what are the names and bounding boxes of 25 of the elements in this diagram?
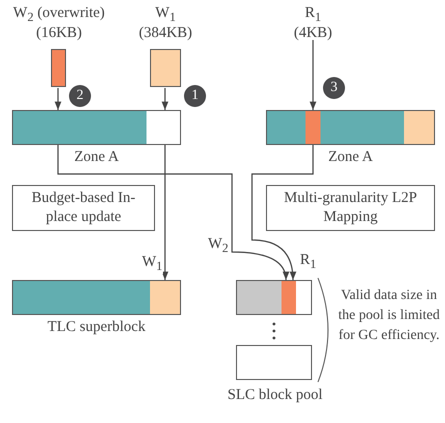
feature-box: Multi-granularity L2P Mapping [266, 185, 435, 231]
step-number: 2 [69, 85, 91, 107]
arrow [54, 88, 62, 110]
arrow [162, 88, 168, 110]
request-label: R$_{1}$ [304, 4, 322, 26]
pool-label: SLC block pool [227, 386, 322, 404]
arrow [310, 40, 316, 110]
request-label: W$_{1}$ [155, 4, 176, 26]
note: Valid data size in the pool is limited for GC efficiency. [337, 287, 441, 345]
feature-box: Budget-based In-place update [12, 185, 155, 231]
step-number: 1 [184, 85, 206, 107]
zone-label: Zone A [74, 148, 119, 166]
edge-label: W$_{1}$ [141, 254, 164, 274]
arrow [162, 145, 168, 280]
step-number: 3 [323, 77, 345, 99]
request-label: W$_{2}$ (overwrite) [13, 4, 105, 26]
arrow [251, 145, 314, 280]
zone-label: Zone A [328, 148, 373, 166]
request-label: (384KB) [138, 24, 192, 42]
zone-label: TLC superblock [48, 318, 146, 336]
request-label: (16KB) [36, 24, 82, 42]
request-label: (4KB) [294, 24, 332, 42]
arrow [57, 145, 289, 280]
block [236, 280, 312, 315]
block [236, 345, 312, 380]
